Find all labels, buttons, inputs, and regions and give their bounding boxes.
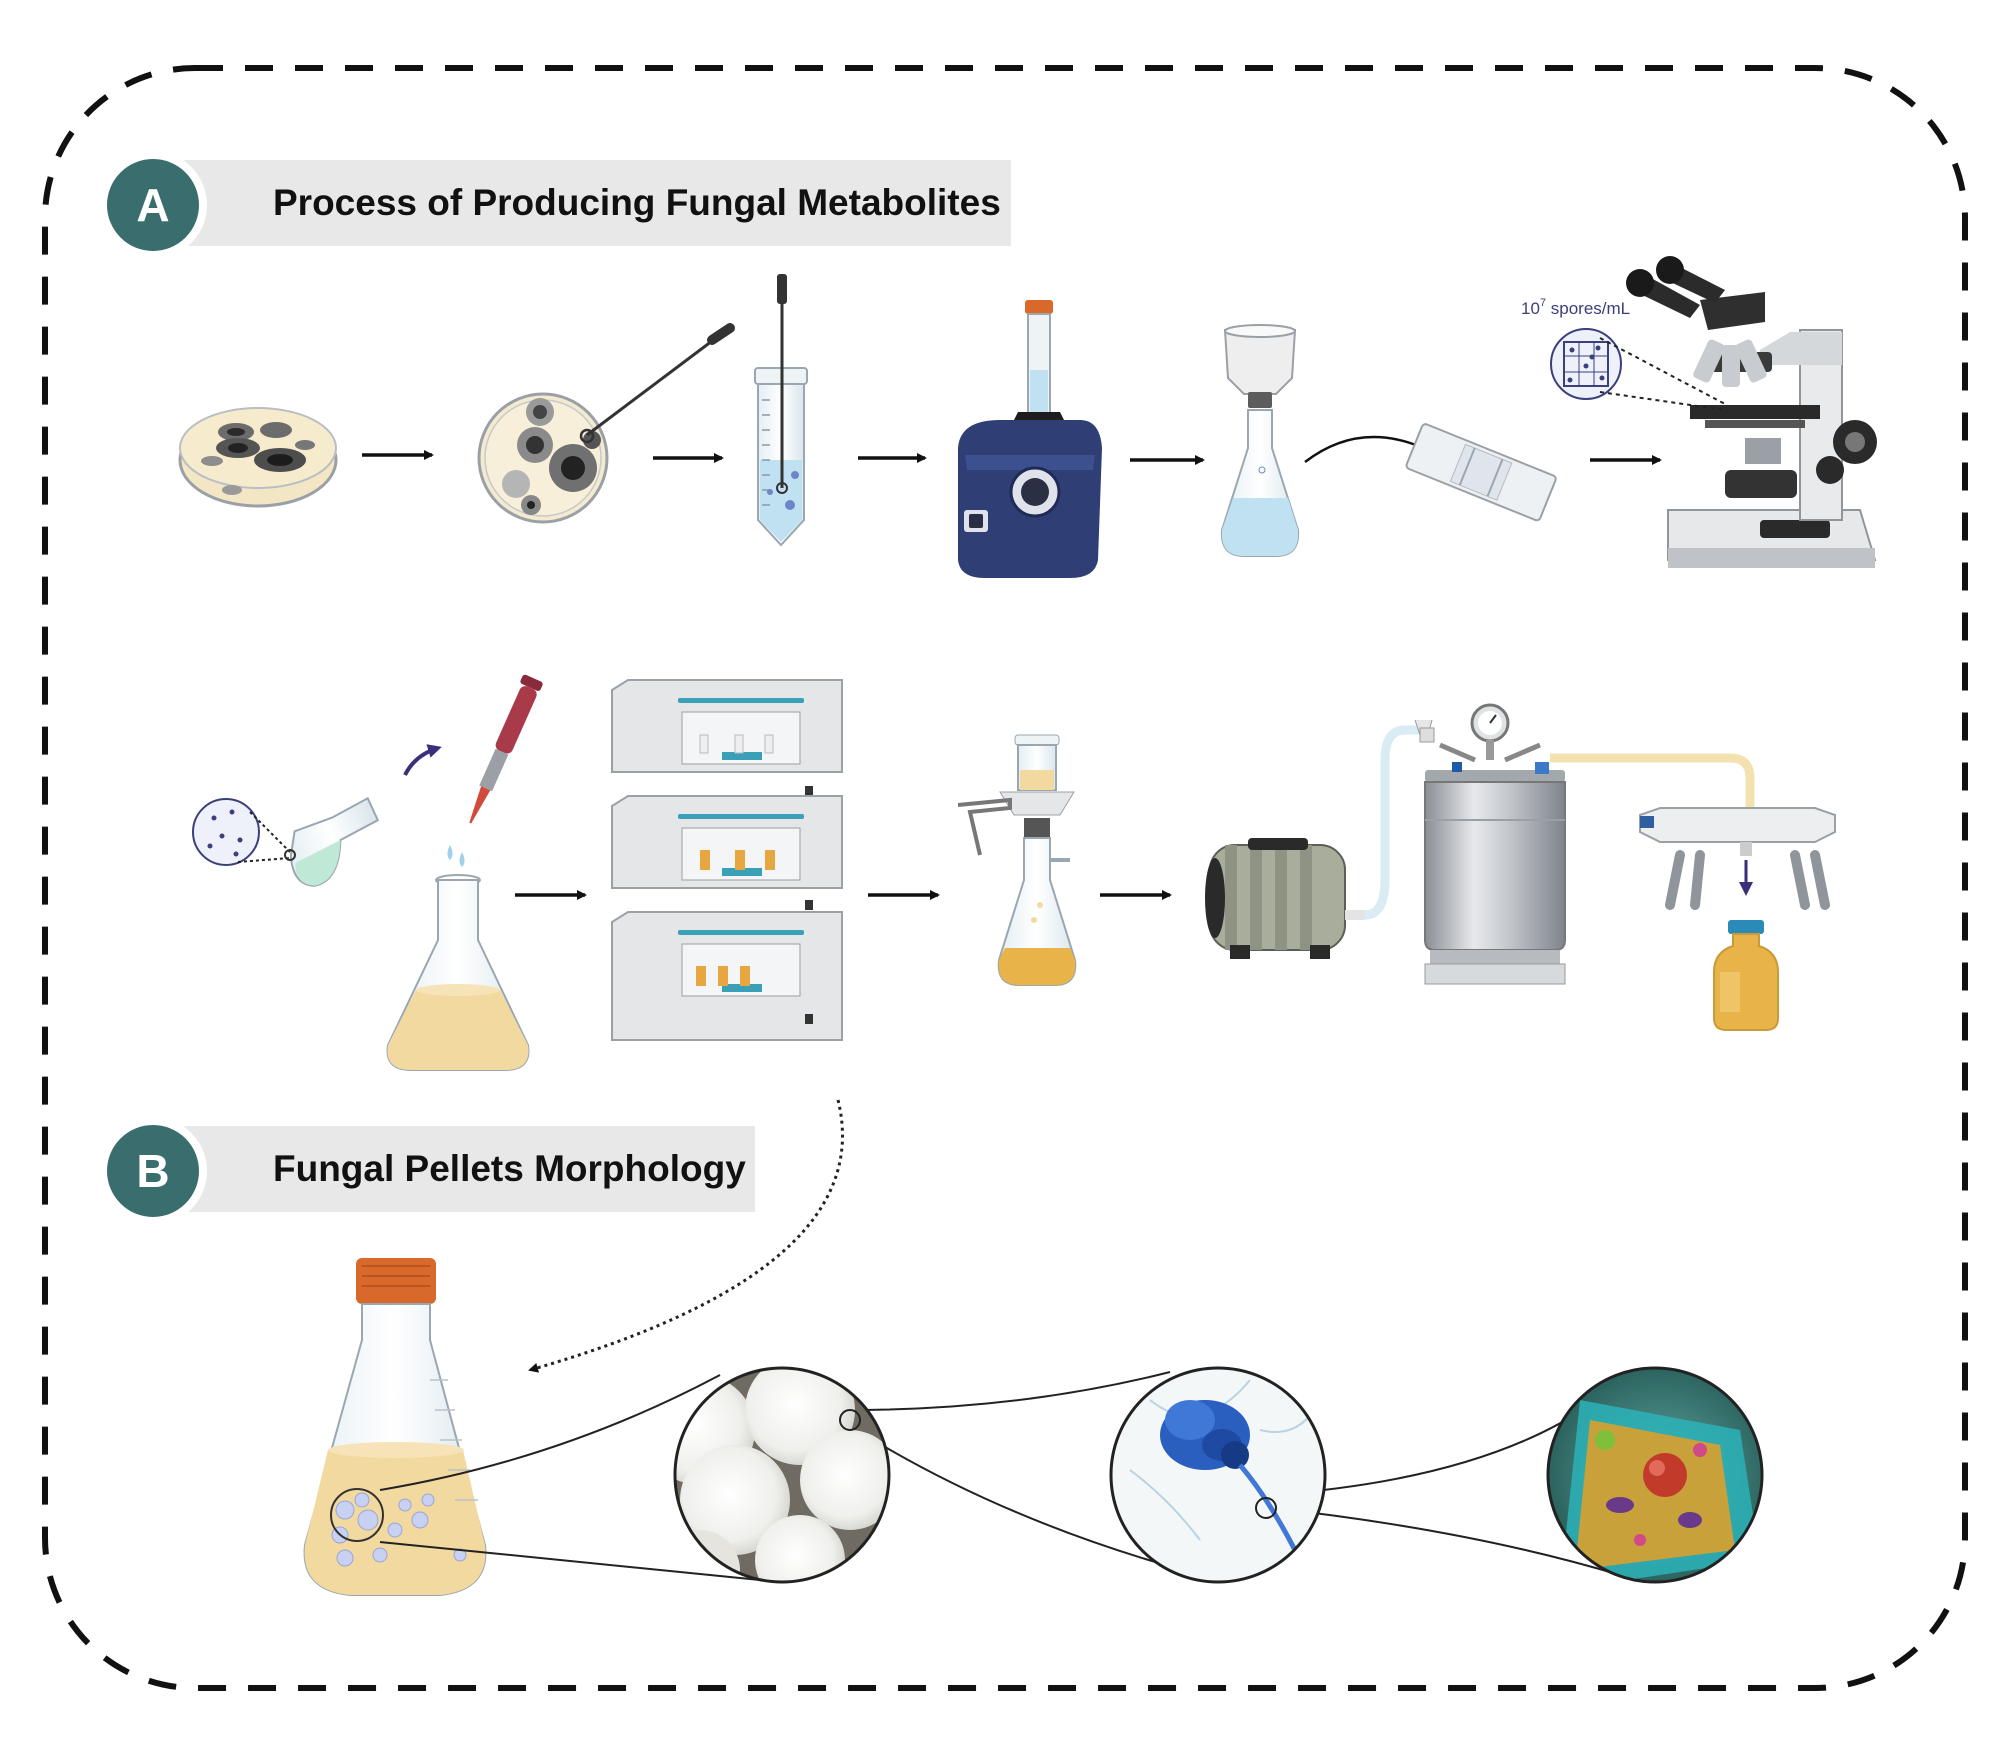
magnification-line (849, 1371, 1171, 1411)
incubator-unit (611, 679, 843, 796)
vortex-mixer-icon (958, 300, 1102, 578)
magnification-line (1271, 1507, 1621, 1576)
transfer-dotted-arrow (528, 1099, 844, 1373)
incubator-unit (611, 795, 843, 910)
pipette-icon (469, 674, 543, 824)
magnification-line (379, 1541, 761, 1581)
culture-flask-icon (386, 874, 530, 1071)
spore-suspension-tube-icon (754, 274, 808, 547)
hemocytometer-slide-icon (1405, 423, 1557, 522)
filtration-flask-icon (1220, 324, 1300, 557)
spore-count-label: 107 spores/mL (1521, 297, 1630, 318)
panel-b-badge: B (99, 1117, 207, 1225)
panel-b-letter: B (136, 1145, 170, 1197)
conidiophore-zoom-view (1109, 1366, 1327, 1584)
panel-b-title-bar: Fungal Pellets Morphology (155, 1126, 755, 1212)
dashed-panel-border (42, 65, 1968, 1691)
media-drops-icon (447, 845, 465, 867)
panel-a-title: Process of Producing Fungal Metabolites (273, 182, 1001, 223)
fungal-cell-zoom-view (1546, 1366, 1764, 1584)
spore-count-unit: spores/mL (1546, 299, 1630, 318)
filter-manifold-icon (1639, 807, 1836, 910)
incubator-unit (611, 911, 843, 1041)
panel-a-letter: A (136, 179, 170, 231)
spore-inoculum-icon (192, 744, 442, 887)
spore-count-exponent: 7 (1540, 297, 1546, 309)
air-pump-icon (1205, 725, 1430, 959)
panel-a-title-bar: Process of Producing Fungal Metabolites (155, 160, 1011, 246)
product-bottle-icon (1713, 920, 1779, 1031)
spore-count-base: 10 (1521, 299, 1540, 318)
panel-b-title: Fungal Pellets Morphology (273, 1148, 746, 1189)
panel-a-badge: A (99, 151, 207, 259)
magnification-line (851, 1426, 1191, 1573)
shaker-incubator-icon (611, 679, 843, 1041)
petri-dish-culture-icon (178, 407, 338, 508)
petri-dish-inoculation-icon (477, 323, 735, 524)
microscope-icon (1626, 256, 1877, 568)
bioreactor-icon (1414, 703, 1755, 985)
vacuum-filtration-icon (957, 734, 1077, 986)
hemocytometer-zoom-view (1550, 328, 1726, 411)
pellet-culture-flask-icon (303, 1258, 487, 1596)
magnification-line (379, 1374, 721, 1491)
